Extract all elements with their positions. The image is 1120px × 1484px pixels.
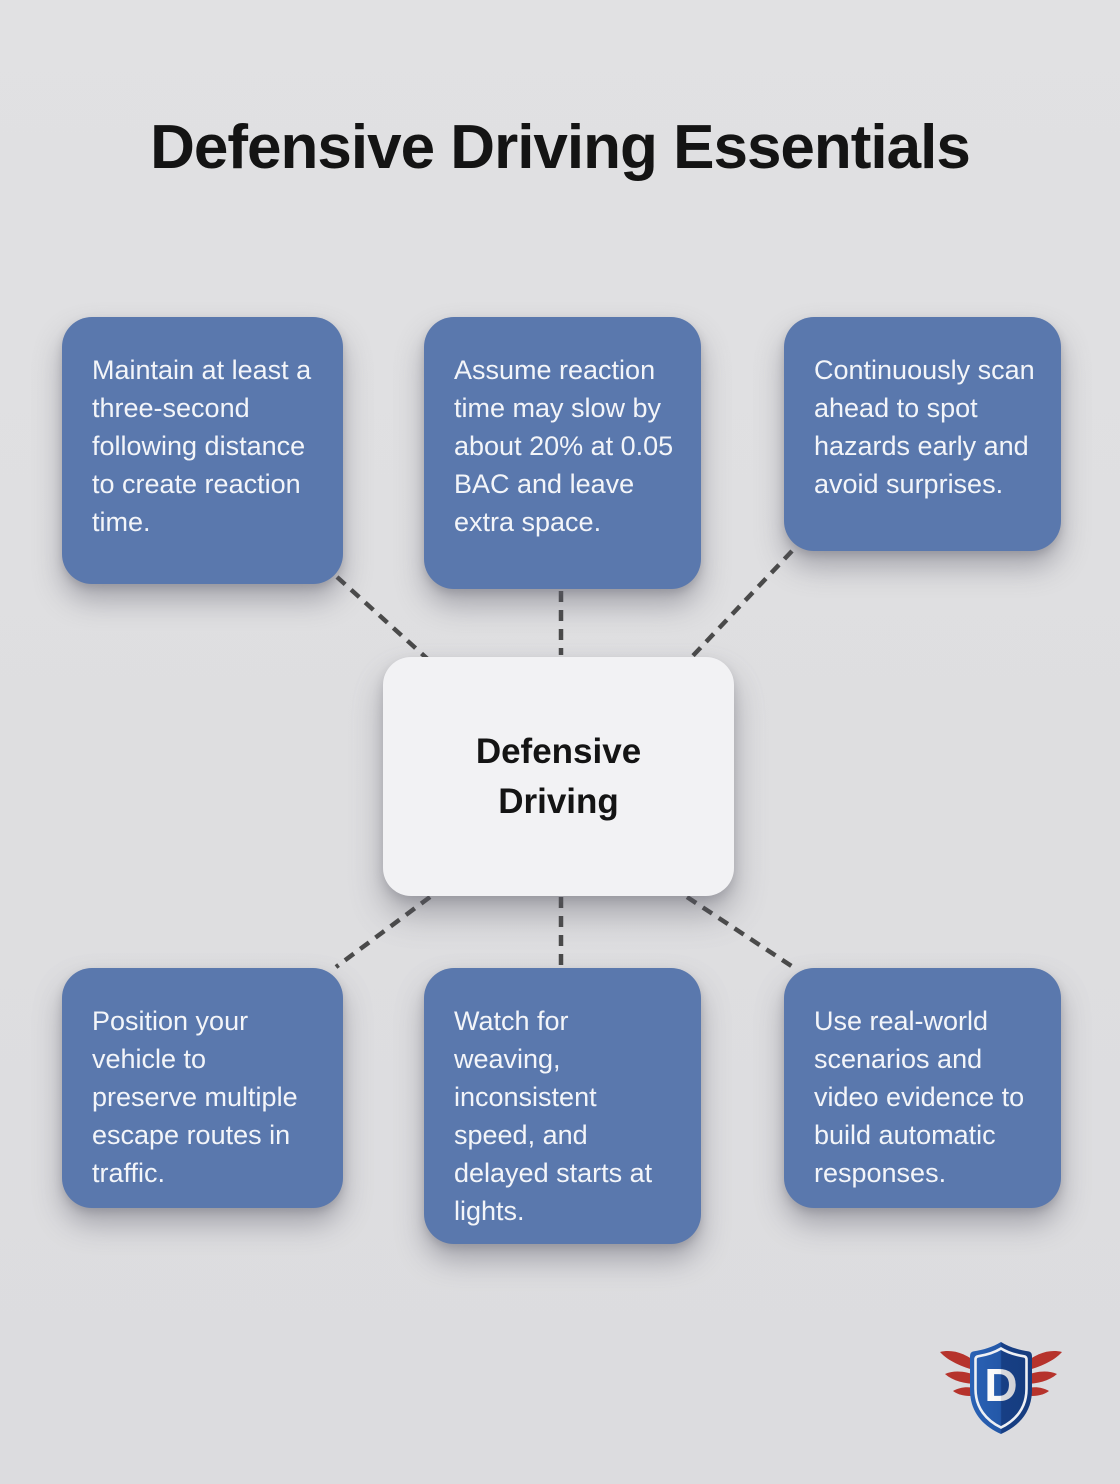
- tip-text: Maintain at least a three-second followi…: [92, 355, 312, 537]
- tip-text: Continuously scan ahead to spot hazards …: [814, 355, 1035, 499]
- logo-shield-icon: D: [970, 1342, 1032, 1434]
- tip-box-reaction-time: Assume reaction time may slow by about 2…: [424, 317, 701, 589]
- brand-logo: D: [940, 1342, 1062, 1434]
- page-title: Defensive Driving Essentials: [150, 113, 971, 182]
- logo-right-wing-icon: [1024, 1351, 1062, 1396]
- tip-box-escape-routes: Position your vehicle to preserve multip…: [62, 968, 343, 1208]
- tip-box-real-world-scenarios: Use real-world scenarios and video evide…: [784, 968, 1061, 1208]
- tip-box-watch-weaving: Watch for weaving, inconsistent speed, a…: [424, 968, 701, 1244]
- logo-letter: D: [984, 1359, 1017, 1411]
- tip-text: Watch for weaving, inconsistent speed, a…: [454, 1006, 653, 1226]
- tip-box-scan-ahead: Continuously scan ahead to spot hazards …: [784, 317, 1061, 551]
- tip-text: Use real-world scenarios and video evide…: [814, 1006, 1025, 1188]
- tip-text: Position your vehicle to preserve multip…: [92, 1006, 298, 1188]
- connector-top-right-icon: [685, 549, 794, 664]
- connector-top-left-icon: [335, 575, 434, 665]
- connector-bottom-left-icon: [334, 895, 432, 969]
- central-topic-label: Defensive Driving: [475, 731, 642, 821]
- tip-box-following-distance: Maintain at least a three-second followi…: [62, 317, 343, 584]
- tip-text: Assume reaction time may slow by about 2…: [454, 355, 674, 537]
- connector-bottom-right-icon: [685, 895, 795, 969]
- central-topic-node: Defensive Driving: [383, 657, 734, 896]
